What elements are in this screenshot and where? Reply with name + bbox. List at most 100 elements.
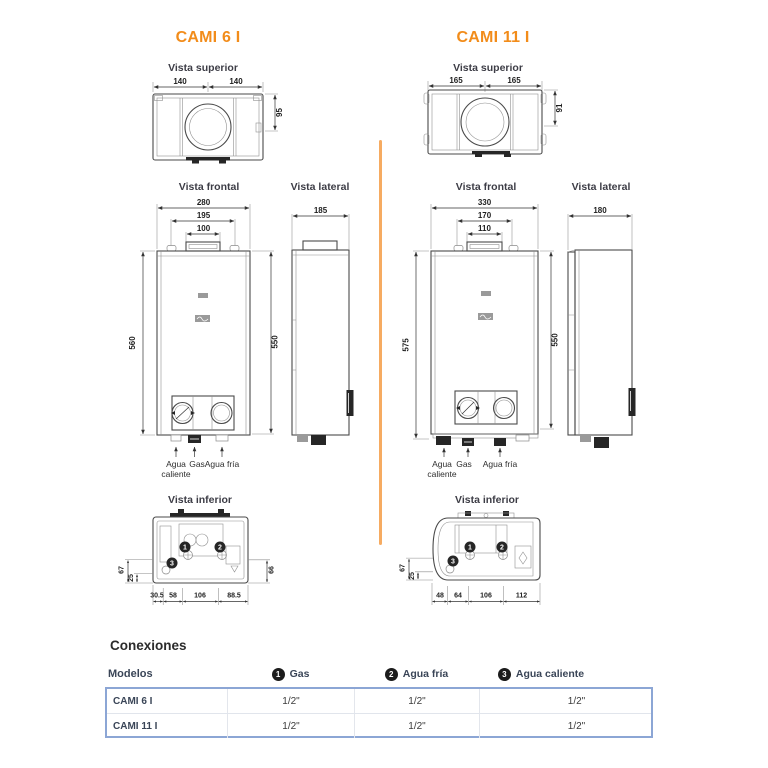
unit-side-body [567, 249, 636, 448]
port-label-gas-cami11: Gas [456, 459, 472, 469]
dim-550: 550 [271, 335, 280, 349]
port-arrows [174, 446, 224, 457]
dimension-lines [413, 204, 554, 440]
unit-top-body [152, 93, 264, 164]
model-title-cami6: CAMI 6 I [175, 29, 241, 46]
dim-330: 330 [478, 198, 492, 207]
unit-top-body [423, 89, 547, 157]
port-label-hot-cami6: Agua caliente [161, 459, 191, 480]
dim-67: 67 [119, 566, 126, 574]
table-row-cami11: CAMI 11 I 1/2" 1/2" 1/2" [107, 714, 651, 738]
dimension-lines [406, 557, 541, 605]
badge-2-icon: 2 [384, 667, 398, 681]
unit-bottom-body [432, 511, 541, 581]
unit-bottom-body [152, 509, 249, 584]
cami6-front-view-drawing: 280 195 100 560 550 [128, 198, 280, 457]
row-gas-value: 1/2" [227, 689, 354, 713]
dimension-lines [152, 82, 278, 132]
dim-140-left: 140 [173, 77, 187, 86]
dim-110: 110 [478, 224, 491, 233]
dim-165-right: 165 [507, 76, 521, 85]
dim-95-depth: 95 [275, 108, 284, 117]
row-model-name: CAMI 11 I [113, 720, 158, 732]
dimension-lines [427, 81, 558, 127]
dim-180: 180 [593, 206, 607, 215]
row-cold-value: 1/2" [354, 714, 479, 738]
connections-title: Conexiones [110, 638, 187, 653]
column-divider [379, 140, 382, 545]
model-title-cami11: CAMI 11 I [456, 29, 530, 46]
header-agua-caliente-label: Agua caliente [515, 668, 585, 680]
header-agua-fria-label: Agua fría [402, 668, 449, 680]
control-panel [454, 390, 518, 425]
dim-560: 560 [128, 336, 137, 350]
dim-25: 25 [409, 572, 416, 580]
dim-100: 100 [197, 224, 211, 233]
dim-280: 280 [197, 198, 211, 207]
row-hot-value: 1/2" [479, 689, 651, 713]
row-model-name: CAMI 6 I [113, 695, 153, 707]
header-modelos: Modelos [108, 668, 153, 680]
connections-table-header: Modelos 1 Gas 2 Agua fría 3 Agua calient… [105, 663, 653, 685]
port-label-cold-cami11: Agua fría [482, 459, 518, 469]
dim-170: 170 [478, 211, 492, 220]
label-vista-superior-cami6: Vista superior [168, 62, 238, 74]
cami11-side-view-drawing: 180 [567, 206, 636, 448]
table-row-cami6: CAMI 6 I 1/2" 1/2" 1/2" [107, 689, 651, 714]
row-gas-value: 1/2" [227, 714, 354, 738]
badge-1-icon: 1 [271, 667, 285, 681]
unit-front-body [156, 241, 251, 436]
connection-badges: 1 2 3 [447, 541, 508, 567]
dim-112: 112 [516, 593, 527, 600]
header-agua-fria: 2 Agua fría [354, 667, 479, 681]
cami11-bottom-view-drawing: 1 2 3 67 25 48 64 106 112 [400, 511, 541, 605]
badge-3-icon: 3 [497, 667, 511, 681]
header-gas: 1 Gas [227, 667, 354, 681]
cami6-bottom-view-drawing: 1 2 3 67 25 66 30.5 58 106 88.5 [119, 509, 276, 605]
header-gas-label: Gas [289, 668, 310, 680]
label-vista-frontal-cami11: Vista frontal [455, 181, 517, 193]
port-label-gas-cami6: Gas [189, 459, 205, 469]
cami6-top-view-drawing: 140 140 95 [152, 77, 284, 164]
dim-550: 550 [551, 333, 560, 347]
dimension-lines [125, 559, 270, 605]
port-arrows [442, 447, 502, 457]
dim-58: 58 [169, 593, 177, 600]
bottom-fittings [432, 433, 539, 446]
badge-2: 2 [218, 545, 222, 552]
dim-30-5: 30.5 [150, 593, 164, 600]
dim-185: 185 [314, 206, 328, 215]
label-vista-lateral-cami11: Vista lateral [571, 181, 631, 193]
dim-195: 195 [197, 211, 211, 220]
badge-1: 1 [468, 545, 472, 552]
dim-88-5: 88.5 [227, 593, 241, 600]
dim-25: 25 [128, 574, 135, 582]
badge-3: 3 [170, 561, 174, 568]
dimension-lines [567, 214, 633, 250]
dim-106: 106 [480, 593, 492, 600]
badge-2: 2 [500, 545, 504, 552]
cami6-side-view-drawing: 185 [291, 206, 354, 445]
dim-48: 48 [436, 593, 444, 600]
dimension-lines [140, 204, 274, 436]
dim-140-right: 140 [229, 77, 243, 86]
dim-66: 66 [269, 566, 276, 574]
dim-67: 67 [400, 564, 407, 572]
dim-575: 575 [402, 338, 411, 352]
label-vista-superior-cami11: Vista superior [453, 62, 523, 74]
cami11-top-view-drawing: 165 165 91 [423, 76, 564, 157]
connection-badges: 1 2 3 [166, 541, 226, 569]
cami11-front-view-drawing: 330 170 110 575 550 [402, 198, 560, 457]
port-label-cold-cami6: Agua fría [204, 459, 240, 469]
dim-165-left: 165 [449, 76, 463, 85]
dim-91-depth: 91 [555, 103, 564, 112]
label-vista-frontal-cami6: Vista frontal [178, 181, 240, 193]
dimension-lines [291, 214, 350, 249]
badge-1: 1 [183, 545, 187, 552]
badge-3: 3 [451, 559, 455, 566]
row-cold-value: 1/2" [354, 689, 479, 713]
label-vista-inferior-cami6: Vista inferior [168, 494, 232, 506]
port-label-hot-cami11: Agua caliente [427, 459, 457, 480]
dim-106: 106 [194, 593, 206, 600]
